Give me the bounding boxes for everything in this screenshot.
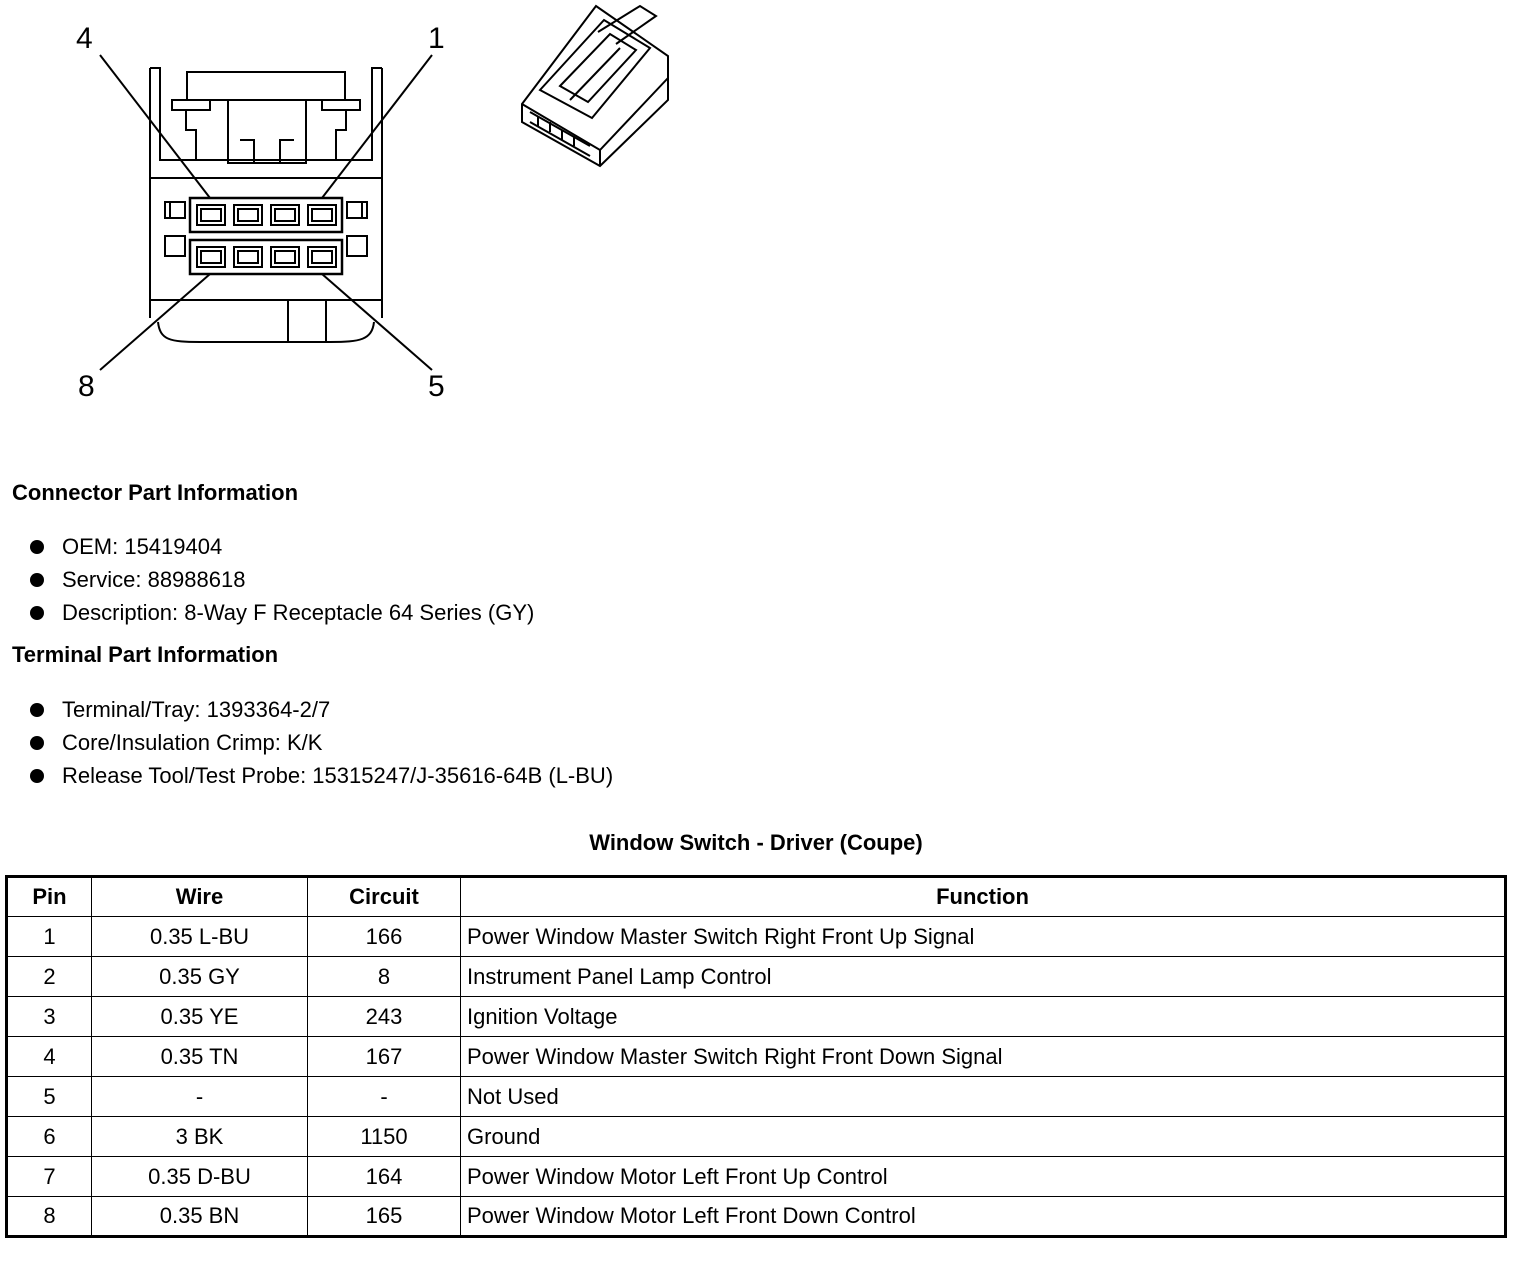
bullet-icon <box>30 540 44 554</box>
cell-function: Not Used <box>460 1076 1506 1117</box>
cell-wire: 0.35 YE <box>91 996 308 1037</box>
terminal-part-info-heading: Terminal Part Information <box>12 642 279 667</box>
header-function: Function <box>460 876 1506 917</box>
cell-wire: - <box>91 1076 308 1117</box>
cell-wire: 3 BK <box>91 1116 308 1157</box>
list-item: Core/Insulation Crimp: K/K <box>28 726 613 759</box>
cell-circuit: 164 <box>307 1156 461 1197</box>
table-row: 7 0.35 D-BU 164 Power Window Motor Left … <box>6 1156 1506 1197</box>
cell-pin: 7 <box>6 1156 92 1197</box>
pin-label-5: 5 <box>428 370 445 403</box>
cell-pin: 3 <box>6 996 92 1037</box>
cell-function: Power Window Motor Left Front Up Control <box>460 1156 1506 1197</box>
cell-function: Power Window Master Switch Right Front D… <box>460 1036 1506 1077</box>
header-pin: Pin <box>6 876 92 917</box>
table-row: 4 0.35 TN 167 Power Window Master Switch… <box>6 1036 1506 1077</box>
cell-pin: 5 <box>6 1076 92 1117</box>
pin-label-1: 1 <box>428 22 445 55</box>
bullet-icon <box>30 573 44 587</box>
table-row: 1 0.35 L-BU 166 Power Window Master Swit… <box>6 916 1506 957</box>
table-row: 2 0.35 GY 8 Instrument Panel Lamp Contro… <box>6 956 1506 997</box>
cell-pin: 1 <box>6 916 92 957</box>
cell-circuit: - <box>307 1076 461 1117</box>
connector-face-diagram <box>99 4 669 371</box>
list-item: Description: 8-Way F Receptacle 64 Serie… <box>28 596 534 629</box>
pin-label-8: 8 <box>78 370 95 403</box>
list-item: Terminal/Tray: 1393364-2/7 <box>28 693 613 726</box>
table-title: Window Switch - Driver (Coupe) <box>589 830 923 855</box>
list-item-text: Core/Insulation Crimp: K/K <box>62 730 323 755</box>
list-item: OEM: 15419404 <box>28 530 534 563</box>
terminal-part-info-list: Terminal/Tray: 1393364-2/7 Core/Insulati… <box>28 693 613 792</box>
list-item-text: Terminal/Tray: 1393364-2/7 <box>62 697 331 722</box>
cell-wire: 0.35 L-BU <box>91 916 308 957</box>
bullet-icon <box>30 736 44 750</box>
cell-wire: 0.35 GY <box>91 956 308 997</box>
cell-pin: 4 <box>6 1036 92 1077</box>
list-item-text: Service: 88988618 <box>62 567 246 592</box>
list-item: Release Tool/Test Probe: 15315247/J-3561… <box>28 759 613 792</box>
table-row: 6 3 BK 1150 Ground <box>6 1116 1506 1157</box>
bullet-icon <box>30 769 44 783</box>
cell-pin: 2 <box>6 956 92 997</box>
cell-wire: 0.35 TN <box>91 1036 308 1077</box>
pinout-table: Pin Wire Circuit Function 1 0.35 L-BU 16… <box>5 875 1507 1238</box>
table-row: 3 0.35 YE 243 Ignition Voltage <box>6 996 1506 1037</box>
cell-function: Power Window Motor Left Front Down Contr… <box>460 1196 1506 1237</box>
pin-label-4: 4 <box>76 22 93 55</box>
table-row: 5 - - Not Used <box>6 1076 1506 1117</box>
table-header-row: Pin Wire Circuit Function <box>6 876 1506 917</box>
list-item-text: Description: 8-Way F Receptacle 64 Serie… <box>62 600 535 625</box>
cell-circuit: 166 <box>307 916 461 957</box>
cell-function: Power Window Master Switch Right Front U… <box>460 916 1506 957</box>
bullet-icon <box>30 703 44 717</box>
cell-pin: 6 <box>6 1116 92 1157</box>
header-wire: Wire <box>91 876 308 917</box>
header-circuit: Circuit <box>307 876 461 917</box>
connector-isometric-icon <box>521 4 669 168</box>
cell-circuit: 8 <box>307 956 461 997</box>
connector-part-info-heading: Connector Part Information <box>12 480 299 505</box>
cell-wire: 0.35 BN <box>91 1196 308 1237</box>
cell-function: Ignition Voltage <box>460 996 1506 1037</box>
cell-circuit: 167 <box>307 1036 461 1077</box>
cell-wire: 0.35 D-BU <box>91 1156 308 1197</box>
cell-function: Instrument Panel Lamp Control <box>460 956 1506 997</box>
connector-part-info-list: OEM: 15419404 Service: 88988618 Descript… <box>28 530 534 629</box>
cell-pin: 8 <box>6 1196 92 1237</box>
cell-circuit: 243 <box>307 996 461 1037</box>
list-item: Service: 88988618 <box>28 563 534 596</box>
bullet-icon <box>30 606 44 620</box>
list-item-text: Release Tool/Test Probe: 15315247/J-3561… <box>62 763 614 788</box>
table-row: 8 0.35 BN 165 Power Window Motor Left Fr… <box>6 1196 1506 1237</box>
cell-function: Ground <box>460 1116 1506 1157</box>
cell-circuit: 165 <box>307 1196 461 1237</box>
list-item-text: OEM: 15419404 <box>62 534 223 559</box>
cell-circuit: 1150 <box>307 1116 461 1157</box>
